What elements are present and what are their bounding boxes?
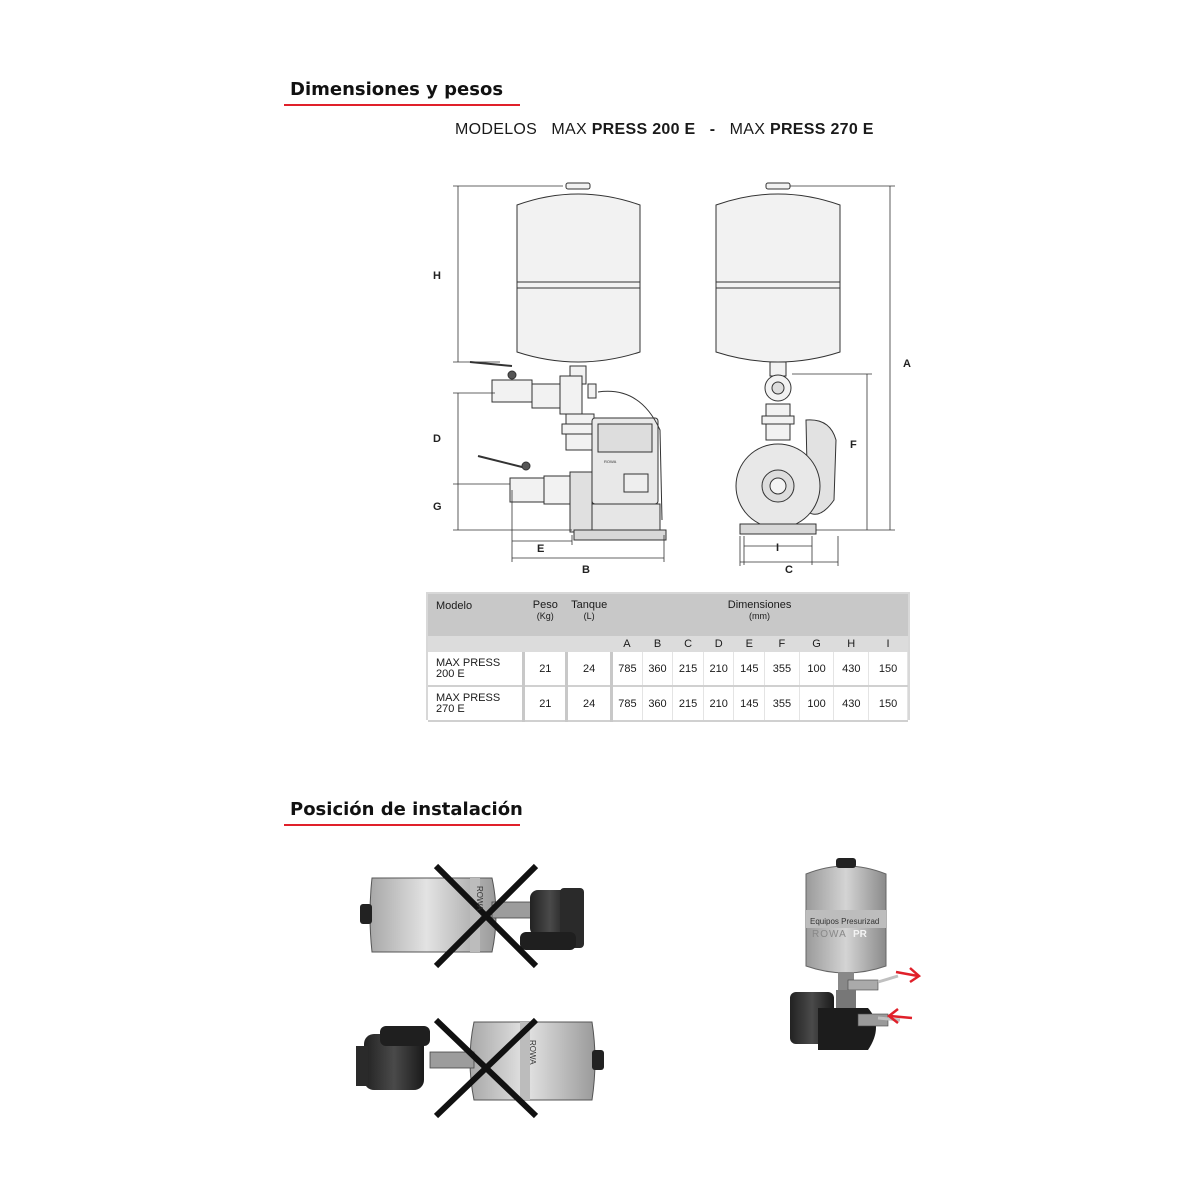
row-model-line1: MAX PRESS [436, 691, 501, 704]
correct-tank-brand: ROWA [812, 929, 847, 940]
header-tanque: Tanque (L) [566, 594, 612, 636]
correct-tank-caption: Equipos Presurizad [810, 917, 879, 926]
subheader-dim-e: E [733, 636, 765, 652]
dim-label-f: F [850, 439, 857, 451]
dimension-lines-right [739, 185, 895, 566]
row-peso: 21 [523, 686, 569, 722]
dim-label-c: C [785, 564, 793, 576]
model2-name-a: MAX [729, 121, 766, 138]
row-dim-c: 215 [672, 686, 704, 722]
table-subheader-row: A B C D E F G H I [428, 636, 908, 652]
row-dim-h: 430 [833, 686, 870, 722]
subheader-dim-f: F [764, 636, 800, 652]
dim-label-g: G [433, 501, 442, 513]
model1-name-b: PRESS 200 E [591, 121, 696, 138]
row-dim-d: 210 [703, 686, 735, 722]
section-title-installation: Posición de instalación [290, 799, 523, 820]
subheader-dim-c: C [672, 636, 704, 652]
dim-label-d: D [433, 433, 441, 445]
header-dimensiones-unit: (mm) [749, 611, 771, 621]
correct-installation-vertical [790, 858, 922, 1050]
row-dim-b: 360 [642, 652, 674, 687]
model1-name-a: MAX [551, 121, 587, 138]
table-row: MAX PRESS 270 E 21 24 785 360 215 210 14… [428, 686, 908, 722]
dimension-lines-left [453, 185, 665, 562]
wrong-1-tank-brand: ROWA [475, 886, 484, 911]
row-peso: 21 [523, 652, 569, 687]
dim-label-b: B [582, 564, 590, 576]
header-peso-unit: (Kg) [536, 611, 554, 621]
row-dim-h: 430 [833, 652, 870, 687]
row-tanque: 24 [566, 686, 614, 722]
dim-label-e: E [537, 543, 545, 555]
subheader-dim-b: B [642, 636, 673, 652]
subheader-dim-a: A [611, 636, 643, 652]
row-dim-i: 150 [868, 686, 908, 722]
specs-table: Modelo Peso (Kg) Tanque (L) Dimensiones … [428, 594, 908, 722]
models-line: MODELOS MAX PRESS 200 E - MAX PRESS 270 … [455, 121, 874, 139]
header-dimensiones-label: Dimensiones [727, 599, 792, 611]
row-model-line2: 270 E [436, 702, 465, 715]
front-view-drawing [715, 182, 841, 535]
row-model-line1: MAX PRESS [436, 656, 501, 669]
subheader-dim-d: D [703, 636, 734, 652]
row-model-line2: 200 E [436, 667, 465, 680]
row-dim-a: 785 [611, 686, 643, 722]
header-modelo: Modelo [428, 594, 524, 636]
row-dim-i: 150 [868, 652, 908, 687]
row-dim-c: 215 [672, 652, 704, 687]
row-dim-f: 355 [764, 686, 800, 722]
row-dim-b: 360 [642, 686, 674, 722]
header-tanque-label: Tanque [571, 599, 608, 611]
row-tanque: 24 [566, 652, 614, 687]
row-model: MAX PRESS 270 E [428, 686, 526, 722]
row-dim-d: 210 [703, 652, 735, 687]
row-dim-f: 355 [764, 652, 800, 687]
subheader-blank [566, 636, 612, 652]
section-title-underline [284, 824, 520, 826]
model2-name-b: PRESS 270 E [769, 121, 874, 138]
table-header-row: Modelo Peso (Kg) Tanque (L) Dimensiones … [428, 594, 908, 636]
subheader-blank [428, 636, 524, 652]
models-separator: - [709, 121, 716, 138]
wrong-2-tank-brand: ROWA [528, 1040, 537, 1065]
section-title-underline [284, 104, 520, 106]
row-dim-e: 145 [733, 652, 766, 687]
subheader-dim-h: H [833, 636, 869, 652]
subheader-blank [523, 636, 567, 652]
dim-label-i: I [776, 542, 780, 554]
header-peso: Peso (Kg) [523, 594, 567, 636]
header-peso-label: Peso [532, 599, 558, 611]
row-dim-g: 100 [799, 686, 835, 722]
header-tanque-unit: (L) [583, 611, 595, 621]
side-view-drawing [469, 182, 667, 541]
row-dim-a: 785 [611, 652, 643, 687]
section-title-dimensions: Dimensiones y pesos [290, 79, 504, 100]
row-model: MAX PRESS 200 E [428, 652, 526, 687]
wrong-installation-horizontal-1 [360, 863, 584, 969]
controller-brand-text: ROWA [604, 459, 617, 464]
row-dim-g: 100 [799, 652, 835, 687]
wrong-installation-horizontal-2 [356, 1017, 604, 1119]
subheader-dim-i: I [868, 636, 908, 652]
dim-label-a: A [903, 358, 911, 370]
subheader-dim-g: G [799, 636, 834, 652]
table-row: MAX PRESS 200 E 21 24 785 360 215 210 14… [428, 652, 908, 687]
row-dim-e: 145 [733, 686, 766, 722]
correct-tank-brand-highlight: PR [853, 929, 868, 940]
models-prefix: MODELOS [455, 121, 538, 138]
dim-label-h: H [433, 270, 441, 282]
header-dimensiones: Dimensiones (mm) [611, 594, 908, 636]
